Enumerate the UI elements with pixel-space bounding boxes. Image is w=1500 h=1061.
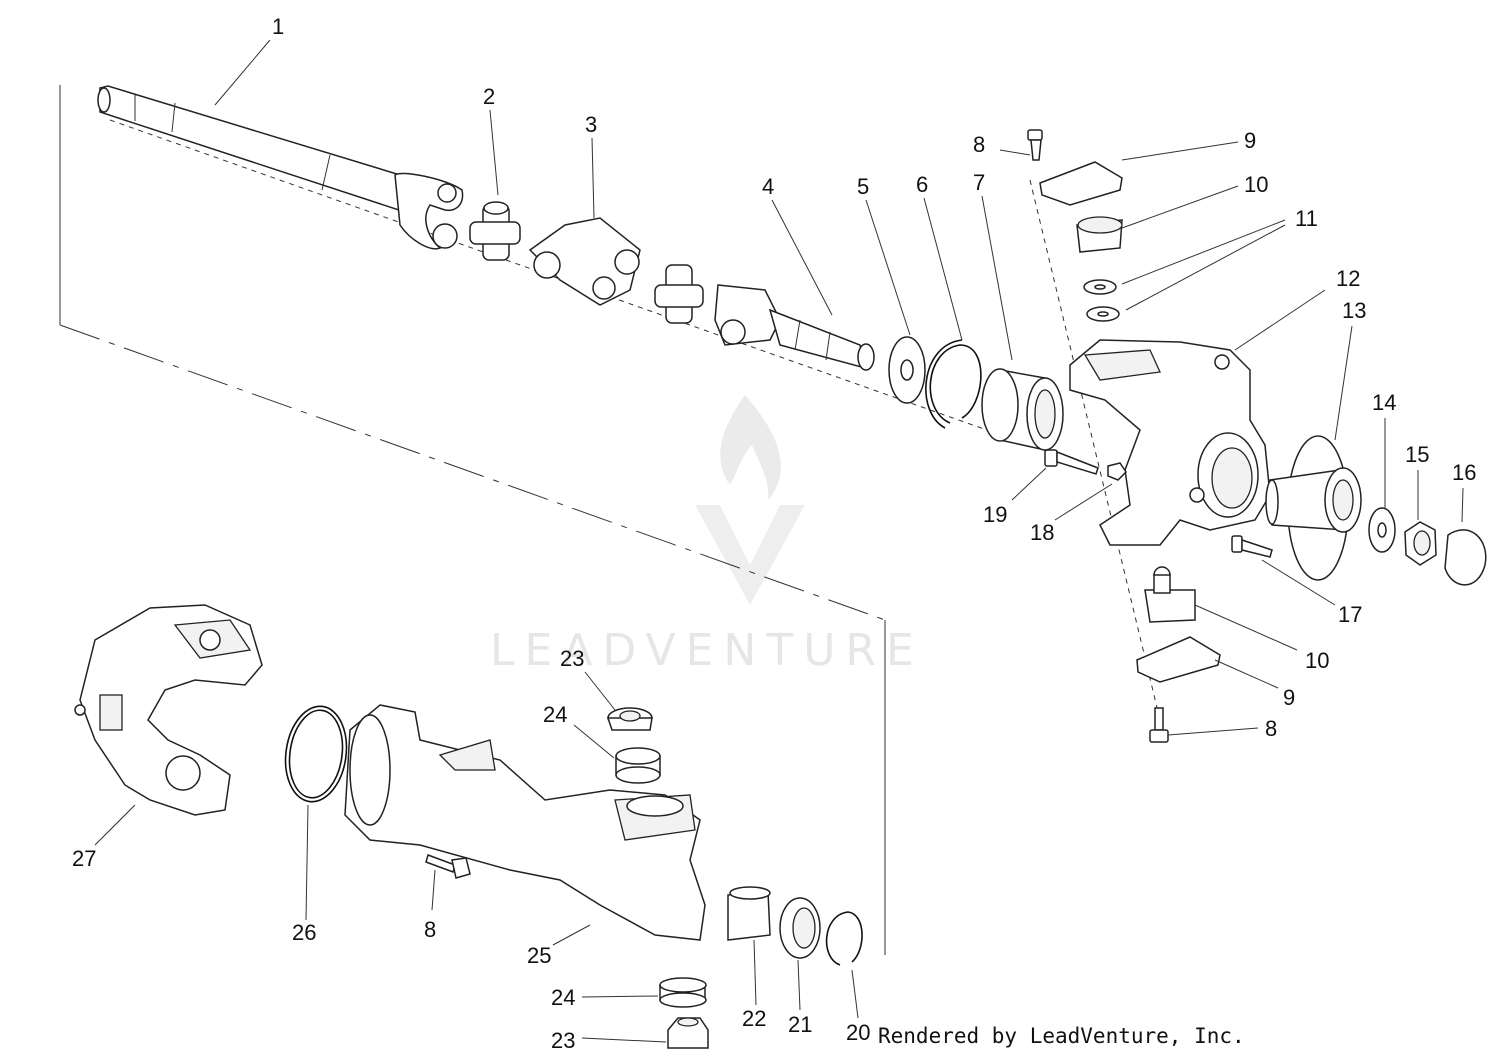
- callout-1: 1: [272, 14, 284, 39]
- callout-5: 5: [857, 174, 869, 199]
- callout-12: 12: [1336, 266, 1360, 291]
- callout-11: 11: [1295, 206, 1318, 231]
- part-25-axle-housing: [344, 704, 706, 941]
- callout-17: 17: [1338, 602, 1362, 627]
- callout-9-upper: 9: [1244, 128, 1256, 153]
- callout-2: 2: [483, 84, 495, 109]
- callout-10-upper: 10: [1244, 172, 1268, 197]
- callout-25: 25: [527, 943, 551, 968]
- part-18-nut: [1107, 462, 1127, 481]
- part-15-hub-nut: [1404, 521, 1437, 566]
- callout-8-upper: 8: [973, 132, 985, 157]
- part-10-lower-ball-joint: [1144, 566, 1196, 623]
- part-22-sleeve: [727, 886, 771, 941]
- callout-20: 20: [846, 1020, 870, 1045]
- part-9-upper-cap: [1039, 161, 1123, 206]
- callout-9-lower: 9: [1283, 685, 1295, 710]
- callout-8-housing: 8: [424, 917, 436, 942]
- callout-3: 3: [585, 112, 597, 137]
- part-14-washer: [1368, 507, 1396, 553]
- part-24-upper-race: [615, 747, 661, 784]
- part-27-knuckle-left: [74, 604, 263, 816]
- callout-21: 21: [788, 1012, 812, 1037]
- part-7-wheel-bearing: [981, 368, 1064, 451]
- callout-24-upper: 24: [543, 702, 567, 727]
- part-17-wheel-stud: [1231, 535, 1273, 558]
- callout-26: 26: [292, 920, 316, 945]
- part-1-axle-shaft: [97, 85, 464, 250]
- part-13-wheel-hub: [1265, 435, 1362, 581]
- callout-16: 16: [1452, 460, 1476, 485]
- callout-23-upper: 23: [560, 646, 584, 671]
- part-5-thrust-washer: [888, 336, 926, 404]
- leader-lines: [94, 39, 1464, 1043]
- callout-14: 14: [1372, 390, 1396, 415]
- part-2-universal-joint-cross: [469, 201, 521, 261]
- part-26-o-ring: [284, 705, 348, 803]
- part-20-snap-ring: [825, 911, 863, 966]
- callout-10-lower: 10: [1305, 648, 1329, 673]
- part-19-bolt: [1044, 449, 1099, 475]
- part-9-lower-cap: [1136, 636, 1221, 683]
- callout-8-lower: 8: [1265, 716, 1277, 741]
- callout-7: 7: [973, 170, 985, 195]
- rendered-by-credit: Rendered by LeadVenture, Inc.: [878, 1024, 1245, 1048]
- part-12-steering-knuckle: [1069, 339, 1271, 546]
- callout-19: 19: [983, 502, 1007, 527]
- part-24-lower-race: [659, 977, 707, 1008]
- part-11-shims: [1083, 279, 1120, 322]
- part-8-housing-bolt: [425, 854, 471, 879]
- part-16-dust-cap: [1444, 529, 1487, 586]
- part-21-seal: [779, 897, 821, 959]
- callout-6: 6: [916, 172, 928, 197]
- part-4-stub-shaft: [714, 284, 875, 371]
- part-8-upper-bolt: [1027, 129, 1043, 161]
- watermark-logo-icon: [695, 395, 805, 605]
- part-23-upper-bearing: [606, 707, 653, 731]
- part-universal-joint-cross-2: [654, 264, 704, 324]
- callout-27: 27: [72, 846, 96, 871]
- part-10-upper-ball-joint: [1076, 216, 1123, 253]
- callout-18: 18: [1030, 520, 1054, 545]
- callout-24-lower: 24: [551, 985, 575, 1010]
- callout-4: 4: [762, 174, 774, 199]
- assembly-centerline: [59, 85, 1161, 955]
- callout-23-lower: 23: [551, 1028, 575, 1053]
- callout-15: 15: [1405, 442, 1429, 467]
- part-3-double-cardan-yoke: [528, 217, 641, 306]
- part-23-lower-bearing: [667, 1017, 709, 1049]
- callout-13: 13: [1342, 298, 1366, 323]
- callout-labels: 1 2 3 4 5 6 7 8 9 10 11 12 13 14 15 16 1…: [72, 14, 1476, 1053]
- part-8-lower-bolt: [1149, 707, 1169, 743]
- callout-22: 22: [742, 1006, 766, 1031]
- watermark-text: LEADVENTURE: [490, 625, 924, 676]
- part-6-snap-ring: [925, 339, 982, 429]
